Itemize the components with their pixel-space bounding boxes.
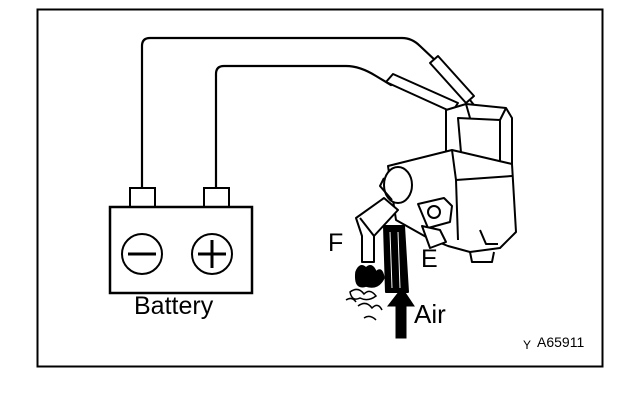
- test-probes: [385, 55, 486, 121]
- air-arrow-icon: [386, 287, 415, 339]
- probe-upper: [429, 55, 475, 104]
- air-tube: [383, 225, 409, 293]
- terminal-f-label: F: [328, 229, 344, 257]
- valve-body: [387, 149, 517, 253]
- vsv-valve: [355, 103, 517, 293]
- lead-wires: [140, 36, 439, 194]
- air-spray-icon: [345, 265, 385, 321]
- battery-label: Battery: [134, 292, 214, 320]
- probe-lower: [385, 73, 459, 113]
- terminal-e-label: E: [421, 245, 438, 273]
- figure-mark: Y: [523, 338, 532, 352]
- battery-terminal-negative: [129, 187, 156, 209]
- battery-terminal-positive: [203, 187, 230, 209]
- figure-border: [36, 8, 604, 368]
- figure-id: A65911: [537, 334, 585, 350]
- valve-coil: [383, 166, 413, 204]
- air-label: Air: [414, 299, 446, 329]
- positive-lead-wire: [214, 64, 393, 194]
- port-f: [355, 197, 399, 263]
- negative-lead-wire: [140, 36, 439, 194]
- battery: [108, 187, 254, 295]
